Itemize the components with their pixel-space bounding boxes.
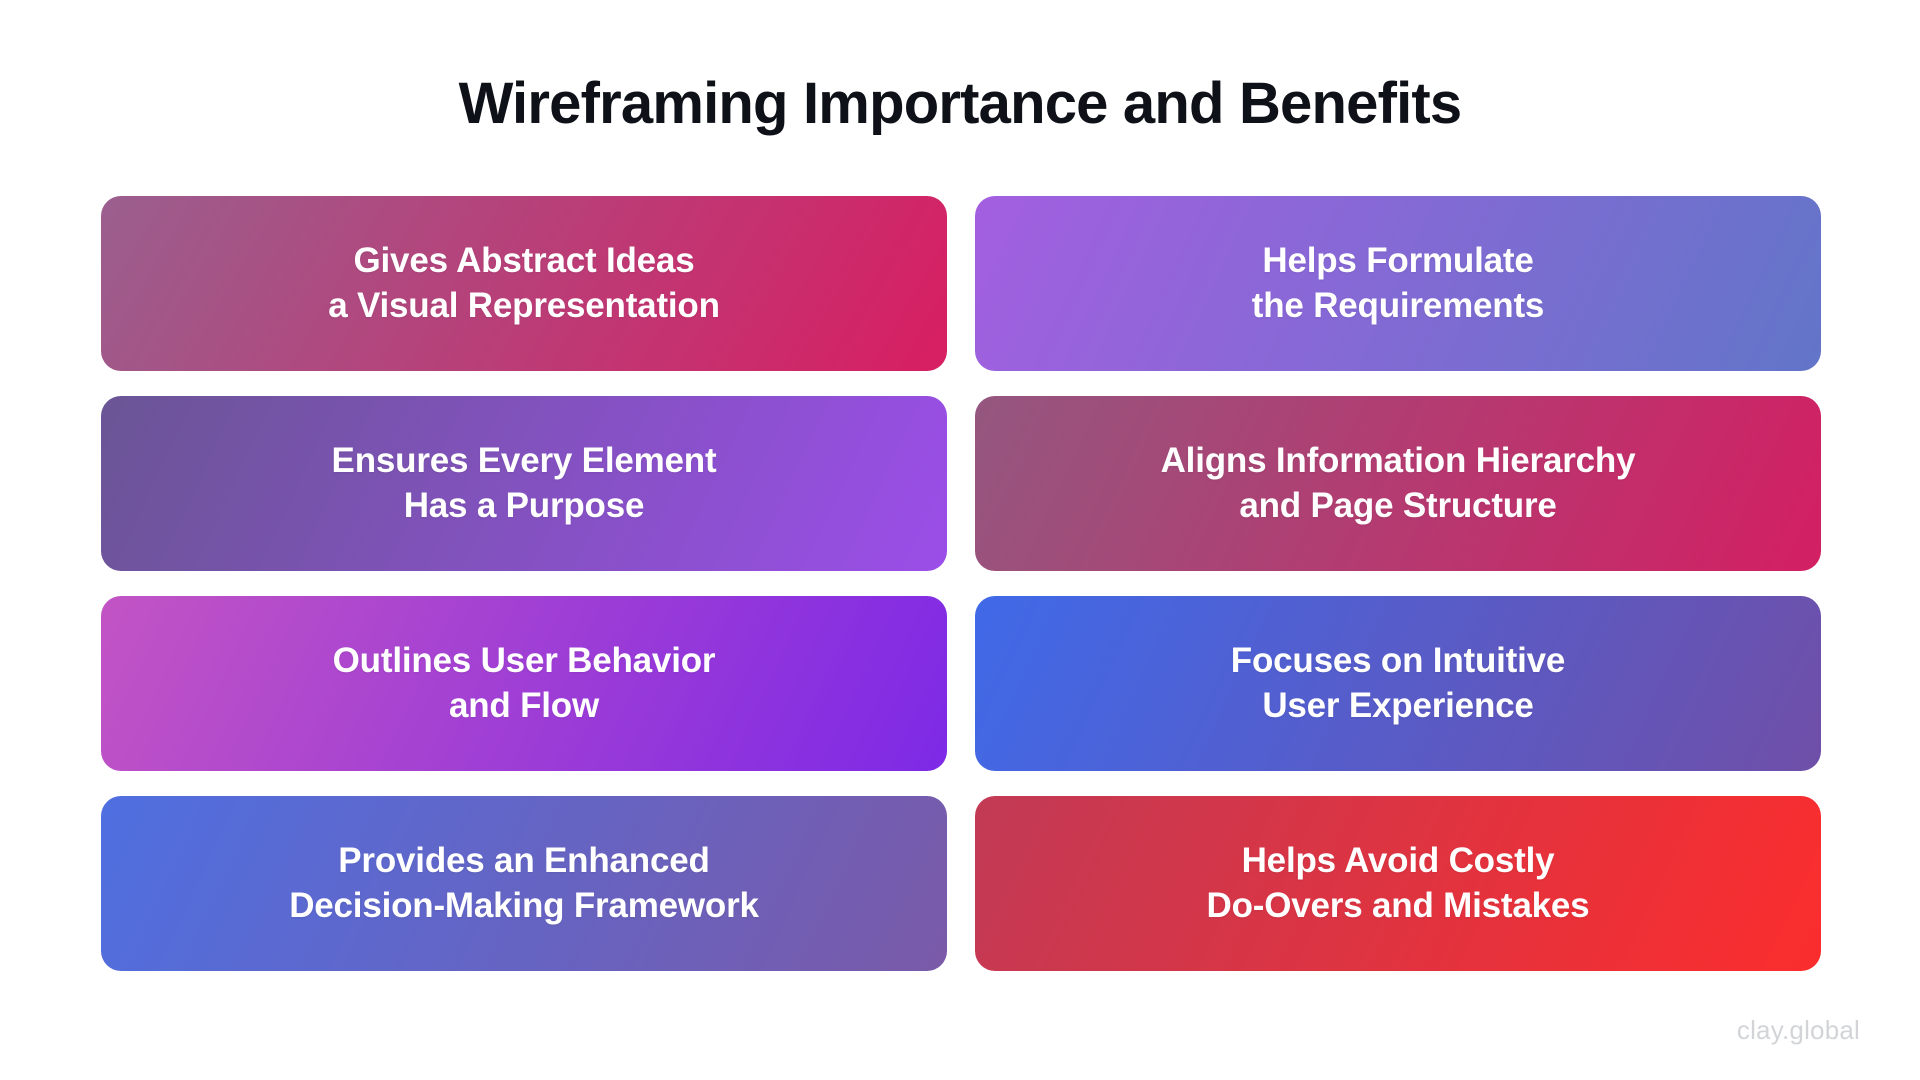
card-label: Aligns Information Hierarchy and Page St… (1160, 440, 1636, 525)
benefits-card-grid: Gives Abstract Ideas a Visual Representa… (101, 196, 1821, 971)
page-title: Wireframing Importance and Benefits (458, 71, 1463, 136)
card-decision-making-framework[interactable]: Provides an Enhanced Decision-Making Fra… (101, 796, 947, 971)
card-aligns-information-hierarchy[interactable]: Aligns Information Hierarchy and Page St… (975, 396, 1821, 571)
card-label: Provides an Enhanced Decision-Making Fra… (289, 840, 759, 925)
card-intuitive-user-experience[interactable]: Focuses on Intuitive User Experience (975, 596, 1821, 771)
card-label: Focuses on Intuitive User Experience (1230, 640, 1566, 725)
card-label: Ensures Every Element Has a Purpose (331, 440, 717, 525)
card-label: Helps Avoid Costly Do-Overs and Mistakes (1206, 840, 1590, 925)
watermark-clay-global: clay.global (1736, 1015, 1860, 1045)
card-avoid-costly-do-overs[interactable]: Helps Avoid Costly Do-Overs and Mistakes (975, 796, 1821, 971)
card-label: Helps Formulate the Requirements (1251, 240, 1545, 325)
card-visual-representation[interactable]: Gives Abstract Ideas a Visual Representa… (101, 196, 947, 371)
card-helps-formulate-requirements[interactable]: Helps Formulate the Requirements (975, 196, 1821, 371)
card-outlines-user-behavior-flow[interactable]: Outlines User Behavior and Flow (101, 596, 947, 771)
card-label: Gives Abstract Ideas a Visual Representa… (328, 240, 720, 325)
card-label: Outlines User Behavior and Flow (332, 640, 716, 725)
card-every-element-has-purpose[interactable]: Ensures Every Element Has a Purpose (101, 396, 947, 571)
